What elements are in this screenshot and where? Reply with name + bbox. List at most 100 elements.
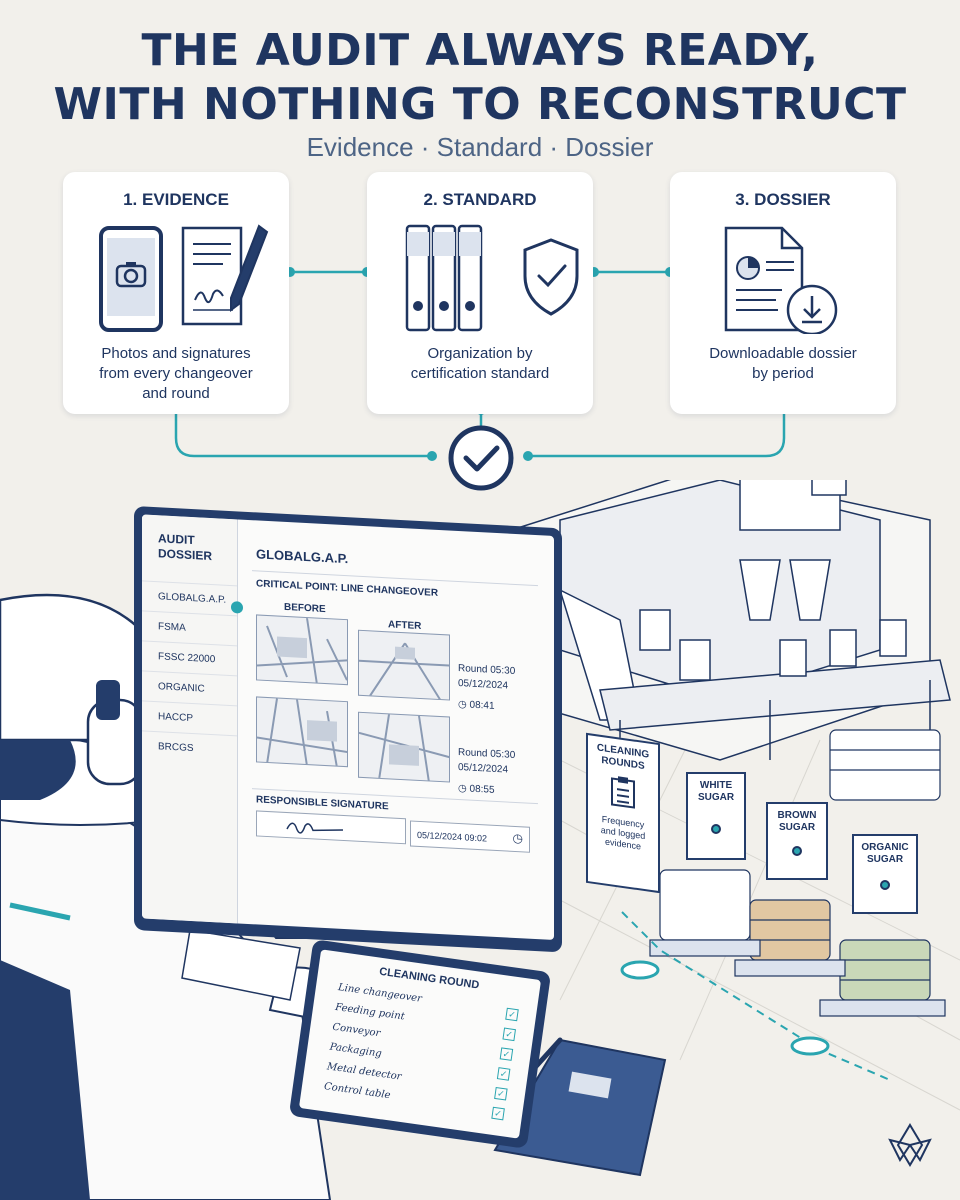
clipboard-icon bbox=[611, 776, 635, 809]
checklist-item: Control table bbox=[323, 1081, 392, 1102]
evidence-icons bbox=[99, 224, 269, 332]
card-description: Organization by certification standard bbox=[377, 344, 583, 384]
checkbox-checked[interactable]: ✓ bbox=[499, 1047, 514, 1061]
phone-camera-icon bbox=[99, 226, 163, 332]
signed-document-icon bbox=[181, 226, 243, 326]
round-time: 08:41 bbox=[469, 699, 495, 712]
desc-line: Organization by bbox=[427, 345, 533, 362]
checklist-item: Line changeover bbox=[337, 982, 423, 1005]
keyboard bbox=[181, 929, 301, 1001]
dossier-main: GLOBALG.A.P. CRITICAL POINT: LINE CHANGE… bbox=[238, 519, 554, 940]
before-photo[interactable] bbox=[256, 696, 348, 768]
production-machine bbox=[479, 480, 951, 761]
pen-icon bbox=[230, 224, 269, 312]
signature-label: RESPONSIBLE SIGNATURE bbox=[256, 794, 389, 813]
checklist-item: Conveyor bbox=[331, 1021, 381, 1040]
standard-icons bbox=[405, 224, 579, 332]
brown-sugar-sign: BROWN SUGAR bbox=[766, 802, 828, 880]
floor-marker bbox=[620, 960, 660, 980]
desc-line: and round bbox=[142, 385, 210, 402]
desc-line: Photos and signatures bbox=[101, 345, 251, 362]
sidebar-title: AUDIT DOSSIER bbox=[142, 514, 237, 585]
sidebar-item-organic[interactable]: ORGANIC bbox=[142, 670, 237, 706]
clock-icon: ◷ bbox=[458, 782, 467, 795]
sign-title: BROWN SUGAR bbox=[768, 804, 826, 834]
clock-icon: ◷ bbox=[458, 698, 467, 711]
sidebar-item-haccp[interactable]: HACCP bbox=[142, 700, 237, 736]
sign-title-line: BROWN bbox=[777, 810, 817, 821]
critical-point-label: CRITICAL POINT: LINE CHANGEOVER bbox=[256, 578, 439, 599]
checkbox-checked[interactable]: ✓ bbox=[496, 1067, 511, 1081]
sign-dot bbox=[711, 824, 721, 834]
sign-description: Frequency and logged evidence bbox=[588, 812, 658, 855]
sign-title: ORGANIC SUGAR bbox=[854, 836, 916, 866]
checklist-item: Packaging bbox=[328, 1041, 383, 1060]
sign-title-line: SUGAR bbox=[866, 854, 904, 865]
cleaning-rounds-sign: CLEANING ROUNDS Frequency and logged evi… bbox=[586, 732, 660, 894]
brand-logo-icon bbox=[888, 1123, 932, 1167]
cleaning-round-tablet: CLEANING ROUND Line changeover Feeding p… bbox=[288, 939, 552, 1149]
sidebar-item-fssc-22000[interactable]: FSSC 22000 bbox=[142, 640, 237, 676]
standards-sidebar: AUDIT DOSSIER GLOBALG.A.P. FSMA FSSC 220… bbox=[142, 514, 238, 924]
sign-dot bbox=[792, 846, 802, 856]
download-icon bbox=[786, 284, 838, 334]
checklist-item: Feeding point bbox=[334, 1001, 406, 1023]
signature-timestamp: 05/12/2024 09:02 bbox=[417, 829, 488, 844]
standard-card: 2. STANDARD Organization by certificatio… bbox=[367, 172, 593, 414]
checklist-item: Metal detector bbox=[326, 1061, 403, 1083]
checkbox-checked[interactable]: ✓ bbox=[505, 1007, 519, 1022]
dossier-card: 3. DOSSIER Downloadable dossier by perio… bbox=[670, 172, 896, 414]
sack-stacks bbox=[649, 729, 946, 1017]
card-title: 1. EVIDENCE bbox=[123, 190, 229, 209]
before-photo[interactable] bbox=[256, 614, 348, 686]
round-time-row: ◷ 08:55 bbox=[458, 781, 515, 799]
binders-icon bbox=[405, 224, 483, 332]
page-title: THE AUDIT ALWAYS READY, WITH NOTHING TO … bbox=[0, 24, 960, 132]
factory-scene bbox=[0, 480, 960, 1200]
round-time-row: ◷ 08:41 bbox=[458, 697, 515, 715]
tablet-screen: CLEANING ROUND Line changeover Feeding p… bbox=[298, 949, 542, 1139]
sign-title-line: SUGAR bbox=[778, 822, 816, 833]
sign-title-line: WHITE bbox=[699, 780, 733, 791]
checkbox-checked[interactable]: ✓ bbox=[491, 1106, 505, 1121]
monitor: AUDIT DOSSIER GLOBALG.A.P. FSMA FSSC 220… bbox=[134, 506, 562, 953]
sign-title: WHITE SUGAR bbox=[688, 774, 744, 804]
round-date: 05/12/2024 bbox=[458, 677, 509, 692]
desc-line: by period bbox=[752, 365, 814, 382]
round-date: 05/12/2024 bbox=[458, 761, 509, 776]
checkbox-checked[interactable]: ✓ bbox=[502, 1027, 516, 1042]
card-description: Photos and signatures from every changeo… bbox=[73, 344, 279, 404]
title-line-1: THE AUDIT ALWAYS READY, bbox=[141, 25, 819, 76]
title-line-2: WITH NOTHING TO RECONSTRUCT bbox=[53, 79, 907, 130]
sign-title-line: ORGANIC bbox=[861, 842, 909, 853]
evidence-card: 1. EVIDENCE Photos and signatures from e… bbox=[63, 172, 289, 414]
signature-field[interactable] bbox=[256, 810, 406, 845]
checkbox-checked[interactable]: ✓ bbox=[494, 1086, 508, 1101]
notebook bbox=[493, 1038, 667, 1177]
page-subtitle: Evidence · Standard · Dossier bbox=[306, 132, 654, 162]
sign-dot bbox=[880, 880, 890, 890]
sidebar-item-globalgap[interactable]: GLOBALG.A.P. bbox=[142, 580, 237, 616]
floor-marker bbox=[790, 1036, 830, 1056]
round-time: 08:55 bbox=[469, 783, 495, 796]
round-info: Round 05:30 05/12/2024 ◷ 08:55 bbox=[458, 745, 515, 799]
report-document-icon bbox=[724, 226, 804, 332]
signature-scribble-icon bbox=[286, 822, 344, 834]
sidebar-item-brcgs[interactable]: BRCGS bbox=[142, 730, 237, 766]
card-description: Downloadable dossier by period bbox=[680, 344, 886, 384]
card-title: 3. DOSSIER bbox=[735, 190, 831, 209]
dossier-icons bbox=[724, 226, 838, 334]
round-info: Round 05:30 05/12/2024 ◷ 08:41 bbox=[458, 661, 515, 715]
check-circle-icon bbox=[448, 425, 514, 491]
audit-dossier-screen: AUDIT DOSSIER GLOBALG.A.P. FSMA FSSC 220… bbox=[142, 514, 554, 941]
organic-sugar-sign: ORGANIC SUGAR bbox=[852, 834, 918, 914]
card-title: 2. STANDARD bbox=[423, 190, 537, 209]
shield-check-icon bbox=[523, 238, 579, 316]
after-photo[interactable] bbox=[358, 711, 450, 783]
after-photo[interactable] bbox=[358, 629, 450, 701]
sign-title-line: SUGAR bbox=[697, 792, 735, 803]
white-sugar-sign: WHITE SUGAR bbox=[686, 772, 746, 860]
sign-title: CLEANING ROUNDS bbox=[588, 735, 658, 775]
sidebar-title-line: DOSSIER bbox=[158, 546, 213, 564]
desc-line: certification standard bbox=[410, 365, 550, 382]
